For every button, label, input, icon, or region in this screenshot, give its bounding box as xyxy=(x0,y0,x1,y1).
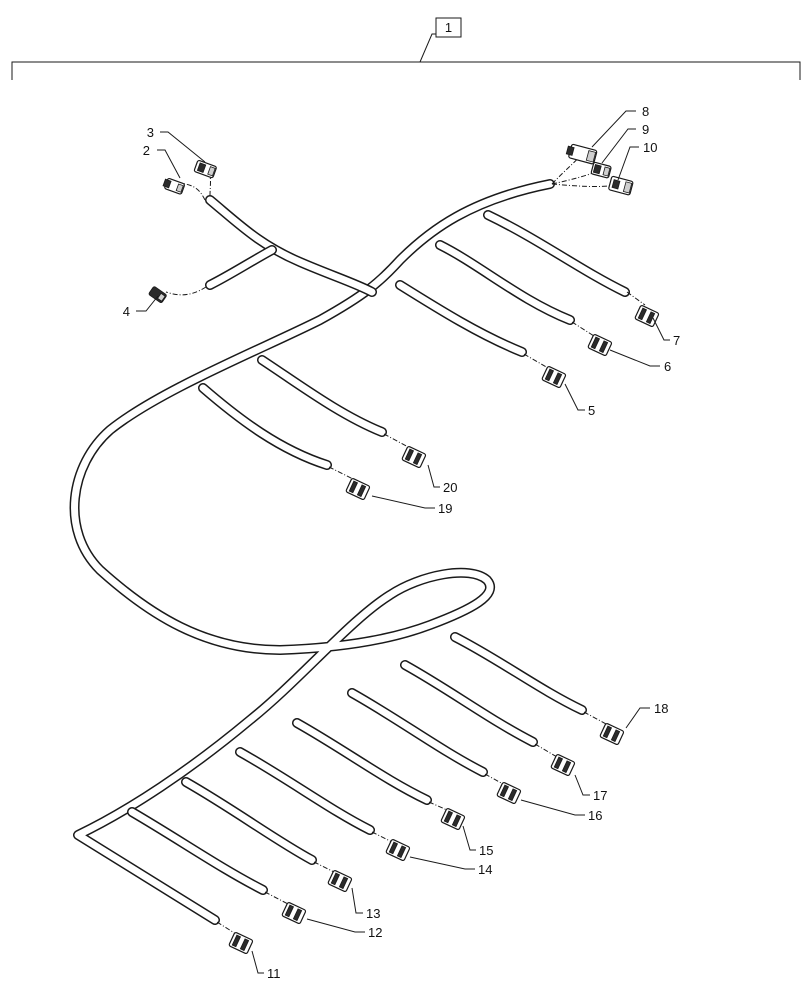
assembly-bracket: 1 xyxy=(11,17,801,80)
connector-7 xyxy=(634,305,660,327)
connector-2 xyxy=(162,177,185,195)
connector-12 xyxy=(281,902,307,924)
callout-20: 20 xyxy=(443,480,457,495)
connector-9 xyxy=(590,161,612,179)
callout-labels: 2 3 4 5 6 7 8 9 10 11 12 13 14 15 16 17 … xyxy=(123,104,680,981)
connector-10 xyxy=(608,175,634,196)
callout-6: 6 xyxy=(664,359,671,374)
assembly-callout-label: 1 xyxy=(445,20,452,35)
callout-7: 7 xyxy=(673,333,680,348)
connector-11 xyxy=(228,932,254,954)
callout-13: 13 xyxy=(366,906,380,921)
harness-cable xyxy=(69,179,630,925)
connector-14 xyxy=(385,839,411,861)
connector-13 xyxy=(327,870,353,892)
harness-trunk-upper xyxy=(69,179,555,925)
callout-16: 16 xyxy=(588,808,602,823)
connector-19 xyxy=(345,478,371,500)
callout-12: 12 xyxy=(368,925,382,940)
callout-leaders xyxy=(136,110,670,974)
connector-3 xyxy=(193,159,217,179)
connector-4 xyxy=(148,286,167,303)
connector-16 xyxy=(496,782,522,804)
connector-5 xyxy=(541,366,567,388)
connector-8 xyxy=(565,143,598,165)
connectors xyxy=(148,143,660,954)
callout-11: 11 xyxy=(267,966,281,981)
connector-20 xyxy=(401,446,427,468)
wire-tails xyxy=(165,149,646,935)
callout-19: 19 xyxy=(438,501,452,516)
callout-8: 8 xyxy=(642,104,649,119)
callout-10: 10 xyxy=(643,140,657,155)
callout-18: 18 xyxy=(654,701,668,716)
callout-4: 4 xyxy=(123,304,130,319)
connector-17 xyxy=(550,754,576,776)
callout-2: 2 xyxy=(143,143,150,158)
assembly-callout-box xyxy=(435,17,462,38)
connector-18 xyxy=(599,723,625,745)
callout-15: 15 xyxy=(479,843,493,858)
connector-15 xyxy=(440,808,466,830)
callout-14: 14 xyxy=(478,862,492,877)
connector-6 xyxy=(587,334,613,356)
callout-5: 5 xyxy=(588,403,595,418)
callout-9: 9 xyxy=(642,122,649,137)
callout-3: 3 xyxy=(147,125,154,140)
callout-17: 17 xyxy=(593,788,607,803)
